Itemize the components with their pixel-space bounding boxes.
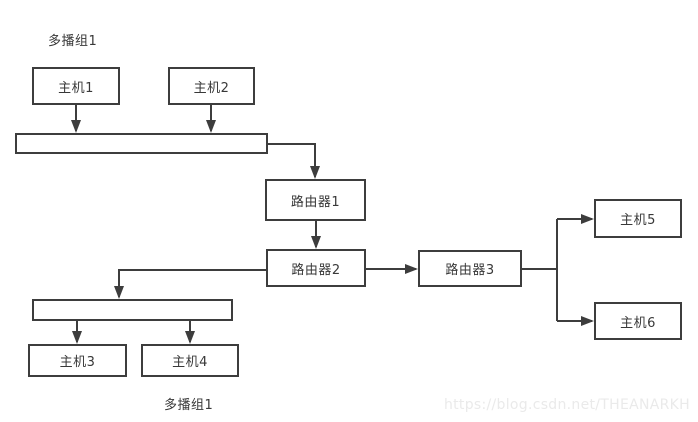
node-host5: 主机5 [594, 199, 682, 238]
node-router2: 路由器2 [266, 249, 366, 287]
multicast-group-label-top: 多播组1 [48, 34, 98, 49]
lan-segment-top [15, 133, 268, 154]
node-router1: 路由器1 [265, 179, 366, 221]
arrow-router2-to-lan2 [114, 269, 266, 299]
node-router1-label: 路由器1 [290, 194, 341, 210]
node-router3-label: 路由器3 [445, 263, 495, 278]
node-host1-label: 主机1 [58, 80, 94, 96]
node-router3: 路由器3 [418, 250, 522, 287]
node-host3-label: 主机3 [59, 355, 96, 370]
node-host1: 主机1 [32, 67, 120, 105]
node-host3: 主机3 [28, 344, 127, 377]
node-host5-label: 主机5 [620, 213, 656, 228]
node-host4-label: 主机4 [172, 355, 208, 370]
node-host4: 主机4 [141, 344, 239, 377]
line-router3-branch [522, 219, 558, 321]
arrow-lan1-to-router1 [268, 143, 320, 179]
node-host6-label: 主机6 [620, 315, 656, 331]
node-host2: 主机2 [168, 67, 255, 105]
lan-segment-bottom [32, 299, 233, 321]
node-host6: 主机6 [594, 302, 682, 340]
watermark: https://blog.csdn.net/THEANARKH [443, 397, 690, 413]
node-router2-label: 路由器2 [291, 262, 341, 278]
node-host2-label: 主机2 [193, 80, 230, 96]
multicast-group-label-bottom: 多播组1 [164, 398, 214, 413]
